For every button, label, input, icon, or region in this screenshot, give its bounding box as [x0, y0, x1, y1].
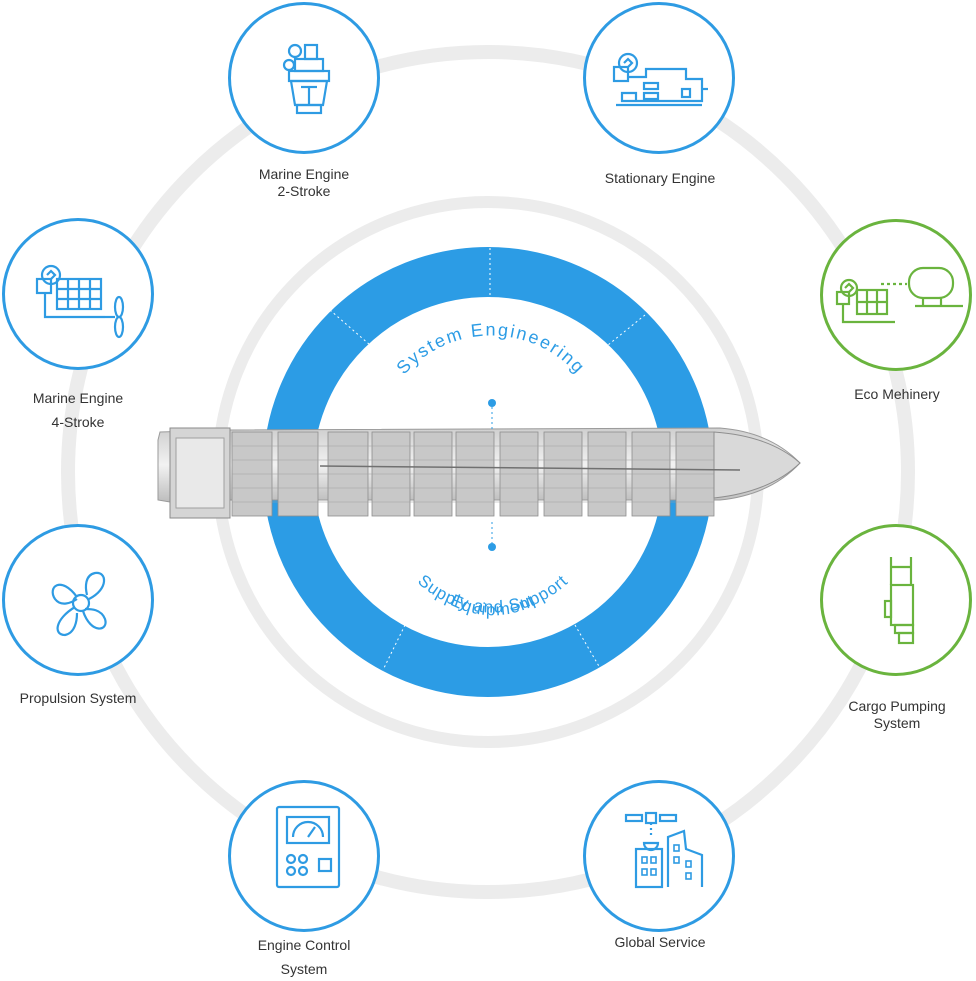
eco-machinery-icon — [835, 266, 963, 324]
node-marine-engine-2-stroke[interactable] — [228, 2, 380, 154]
engine-propeller-icon — [35, 264, 125, 339]
label-marine-engine-4-stroke: Marine Engine 4-Stroke — [32, 390, 124, 430]
control-panel-icon — [275, 805, 341, 889]
satellite-building-icon — [624, 811, 704, 889]
label-engine-control-system: Engine Control System — [257, 937, 351, 977]
node-cargo-pumping-system[interactable] — [820, 524, 972, 676]
label-global-service: Global Service — [614, 934, 706, 950]
node-stationary-engine[interactable] — [583, 2, 735, 154]
supply-and-support-label: Supply and Support — [414, 571, 571, 617]
propeller-icon — [51, 571, 107, 637]
label-cargo-pumping-system: Cargo Pumping System — [848, 698, 946, 731]
label-stationary-engine: Stationary Engine — [604, 170, 716, 186]
ring-dividers — [329, 248, 646, 671]
container-ship-image — [157, 427, 801, 519]
label-marine-engine-2-stroke: Marine Engine 2-Stroke — [258, 166, 350, 199]
node-global-service[interactable] — [583, 780, 735, 932]
node-propulsion-system[interactable] — [2, 524, 154, 676]
cargo-pump-icon — [883, 557, 915, 645]
stationary-engine-icon — [612, 52, 708, 107]
label-propulsion-system: Propulsion System — [19, 690, 137, 706]
outer-ring — [61, 45, 915, 899]
marine-engine-icon — [282, 43, 331, 115]
node-eco-machinery[interactable] — [820, 219, 972, 371]
label-eco-machinery: Eco Mehinery — [854, 386, 940, 402]
node-engine-control-system[interactable] — [228, 780, 380, 932]
center-dot-top — [488, 399, 496, 407]
node-marine-engine-4-stroke[interactable] — [2, 218, 154, 370]
center-dot-bottom — [488, 543, 496, 551]
system-engineering-label: System Engineering — [392, 319, 589, 377]
